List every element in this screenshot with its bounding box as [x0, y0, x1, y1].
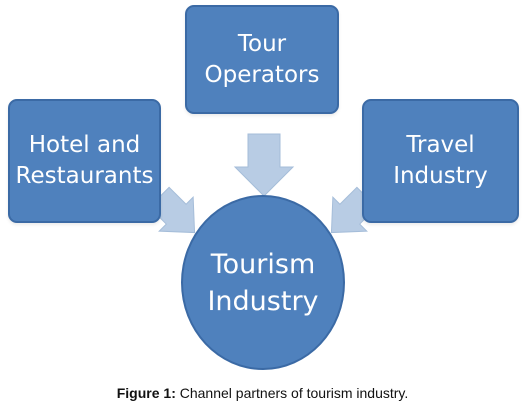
tour-operators-line2: Operators [204, 61, 320, 88]
travel-industry-line2: Industry [393, 163, 488, 189]
tour-operators-line1: Tour [237, 30, 287, 57]
tourism-industry-line2: Industry [207, 285, 319, 317]
tourism-industry-center-node: Tourism Industry [181, 195, 345, 370]
down-arrow-icon [233, 133, 295, 197]
tour-operators-node: Tour Operators [185, 5, 339, 114]
travel-industry-line1: Travel [406, 132, 475, 158]
tourism-industry-line1: Tourism [210, 248, 316, 280]
hotel-restaurants-node: Hotel and Restaurants [8, 99, 161, 223]
figure-caption-text: Channel partners of tourism industry. [179, 385, 409, 401]
figure-caption: Figure 1: Channel partners of tourism in… [0, 385, 525, 401]
hotel-restaurants-line2: Restaurants [15, 163, 154, 189]
hotel-restaurants-line1: Hotel and [28, 132, 141, 158]
travel-industry-node: Travel Industry [362, 99, 519, 223]
figure-caption-label: Figure 1: [116, 385, 176, 401]
